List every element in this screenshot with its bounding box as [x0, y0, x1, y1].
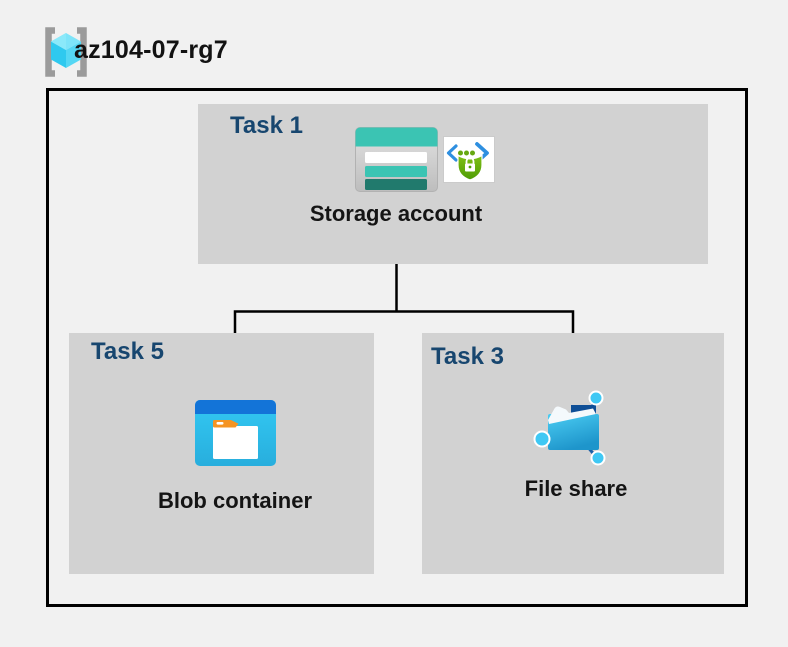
file-share-icon: [533, 388, 618, 468]
task-1-group: Task 1: [198, 104, 708, 264]
storage-account-label: Storage account: [309, 201, 483, 226]
secured-endpoint-icon: [444, 137, 494, 182]
task-1-label: Task 1: [230, 112, 303, 139]
resource-group-icon: [38, 22, 94, 80]
storage-account-icon: [355, 127, 438, 192]
resource-group-boundary: [46, 88, 748, 607]
task-3-group: Task 3 File share: [422, 333, 724, 574]
blob-container-icon: [195, 400, 276, 466]
task-3-label: Task 3: [431, 343, 504, 370]
task-5-label: Task 5: [91, 338, 164, 365]
task-5-group: Task 5 Blob container: [69, 333, 374, 574]
file-share-label: File share: [524, 476, 628, 501]
resource-group-header: [38, 22, 94, 80]
resource-group-title: az104-07-rg7: [74, 36, 228, 64]
blob-container-label: Blob container: [157, 488, 313, 513]
